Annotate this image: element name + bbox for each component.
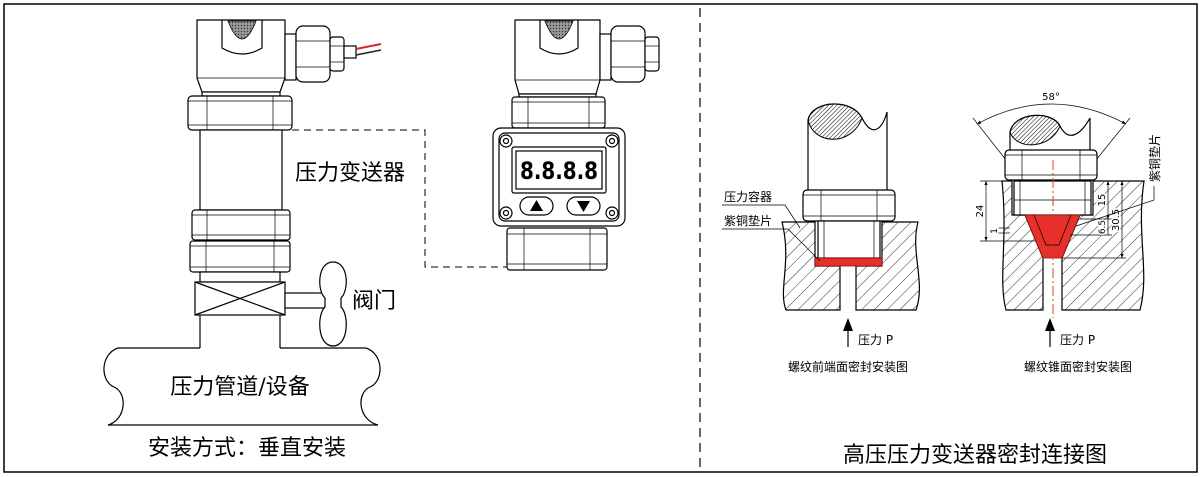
valve-stem [284, 292, 327, 309]
cone-seal-drawing: 58° [972, 92, 1162, 374]
pressure-label: 压力 P [1060, 333, 1095, 347]
screw-icon [605, 134, 619, 148]
front-face-seal-drawing: 压力容器 紫铜垫片 压力 P 螺纹前端面密封安装图 [722, 103, 920, 374]
connector-head [196, 19, 286, 93]
vertical-install-section: 压力变送器 阀门 压力管道/设备 安装方式：垂直安装 [103, 19, 660, 461]
cone-seal-caption: 螺纹锥面密封安装图 [1024, 359, 1132, 374]
red-wire [355, 43, 382, 50]
screw-icon [499, 206, 513, 220]
vessel-label: 压力容器 [724, 189, 772, 204]
gasket-leader [722, 228, 821, 262]
seal-diagrams-section: 压力容器 紫铜垫片 压力 P 螺纹前端面密封安装图 58° [722, 92, 1162, 468]
pressure-arrow [843, 318, 853, 347]
arrow-up-icon [843, 318, 853, 331]
dim-24: 24 [975, 205, 986, 218]
lower-hex-nut [189, 240, 291, 273]
gasket-label: 紫铜垫片 [1147, 134, 1162, 182]
dimensions: 24 1 15 6.5 30.5 [974, 180, 1126, 259]
cable-gland [599, 25, 660, 83]
dim-15: 15 [1097, 194, 1108, 207]
triangle-up-icon [530, 200, 543, 211]
triangle-down-icon [577, 201, 590, 212]
lower-hex-nut [506, 227, 608, 271]
up-button [519, 196, 554, 216]
vessel-leader [722, 204, 801, 229]
pressure-label: 压力 P [858, 333, 893, 347]
dim-1: 1 [990, 228, 1000, 234]
housing-screws [499, 134, 619, 220]
transmitter-neck [199, 271, 281, 283]
down-button [566, 196, 601, 216]
digital-display: 8.8.8.8 [511, 146, 607, 194]
shaft [807, 103, 888, 190]
display-readout: 8.8.8.8 [520, 157, 598, 185]
shaft [1009, 114, 1091, 150]
vessel-wall [781, 221, 920, 311]
pipe-stub [199, 315, 281, 348]
threaded-stem [817, 220, 881, 259]
knurled-screw [544, 20, 574, 40]
middle-hex-nut [191, 209, 291, 241]
valve [194, 261, 347, 347]
pipe-break-left [103, 347, 124, 426]
pipe-break-right [360, 347, 381, 426]
upper-hex-nut [187, 91, 293, 131]
screw-icon [605, 206, 619, 220]
valve-label: 阀门 [352, 289, 396, 314]
upper-hex-nut [511, 93, 606, 129]
transmitter-leader-dashed [292, 129, 508, 268]
arrow-up-icon [1045, 318, 1055, 331]
display-housing: 8.8.8.8 [492, 127, 626, 227]
cone-angle-dimension: 58° [972, 92, 1131, 161]
black-wire [355, 49, 382, 56]
pressure-arrow [1045, 318, 1055, 347]
angle-label: 58° [1042, 92, 1060, 103]
install-caption: 安装方式：垂直安装 [148, 436, 346, 461]
vertical-transmitter [187, 19, 382, 283]
transmitter-body [199, 129, 283, 211]
display-transmitter: 8.8.8.8 [492, 19, 660, 271]
front-face-caption: 螺纹前端面密封安装图 [788, 359, 908, 374]
seal-diagrams-title: 高压压力变送器密封连接图 [843, 443, 1107, 468]
pipe-label: 压力管道/设备 [170, 375, 309, 400]
gasket-label: 紫铜垫片 [724, 213, 772, 228]
cable-gland [284, 25, 357, 83]
copper-gasket [814, 257, 883, 267]
valve-handwheel [319, 261, 347, 347]
gasket-leader [1075, 186, 1155, 227]
dim-6-5: 6.5 [1098, 220, 1108, 234]
hex-nut [1004, 149, 1098, 181]
knurled-screw [227, 20, 257, 40]
signal-wires [355, 43, 382, 56]
hex-nut [802, 189, 896, 222]
transmitter-label: 压力变送器 [295, 161, 405, 186]
connector-head [514, 19, 601, 95]
screw-icon [499, 134, 513, 148]
process-pipe [103, 347, 381, 426]
